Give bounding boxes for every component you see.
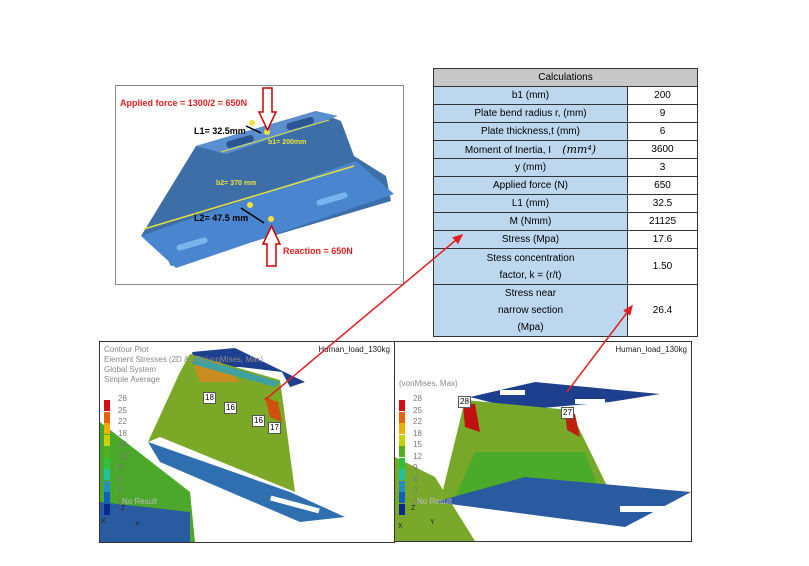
- legend-tick: 6: [118, 474, 123, 484]
- applied-force-arrow: [257, 87, 278, 132]
- axis-z: Z: [411, 505, 416, 512]
- legend-tick: 0: [118, 497, 123, 507]
- legend-tick: 18: [413, 428, 422, 438]
- legend-tick: 3: [118, 486, 123, 495]
- legend-tick: 25: [413, 405, 422, 415]
- applied-force-label: Applied force = 1300/2 = 650N: [120, 98, 248, 108]
- table-row: b1 (mm)200: [433, 86, 698, 105]
- table-row: Plate bend radius r, (mm)9: [433, 104, 698, 123]
- legend-swatch: [399, 446, 405, 457]
- legend-tick: 3: [413, 486, 418, 495]
- bracket-illustration: [141, 87, 394, 268]
- b2-label: b2= 370 mm: [216, 180, 257, 187]
- legend-tick: 25: [118, 405, 127, 415]
- value-tag: 17: [268, 422, 281, 434]
- l1-label: L1= 32.5mm: [194, 126, 246, 136]
- contour-plot-right: Human_load_130kg (vonMises, Max) 28 25 22 1…: [394, 341, 692, 542]
- table-row: L1 (mm)32.5: [433, 194, 698, 213]
- legend-tick: 15: [118, 440, 127, 449]
- legend-swatch: [104, 492, 110, 503]
- plot-header: (vonMises, Max): [399, 379, 458, 388]
- legend-swatch: [399, 423, 405, 434]
- legend-swatch: [104, 469, 110, 480]
- legend-tick: 0: [413, 497, 418, 507]
- axis-y: Y: [430, 519, 435, 526]
- axis-z: Z: [121, 505, 126, 512]
- legend-swatch: [399, 457, 405, 469]
- table-row: Plate thickness,t (mm)6: [433, 122, 698, 141]
- legend-tick: 6: [413, 474, 418, 484]
- fea-model-right: [395, 382, 691, 541]
- legend-swatch: [104, 434, 110, 446]
- legend-tick: 22: [118, 417, 127, 426]
- legend-tick: 28: [118, 394, 127, 403]
- legend-tick: 12: [413, 451, 422, 461]
- legend-swatch: [104, 400, 110, 411]
- legend-swatch: [399, 411, 405, 423]
- no-result-label: No Result: [122, 497, 158, 506]
- legend-swatch: [399, 480, 405, 492]
- table-row: M (Nmm)21125: [433, 212, 698, 231]
- legend-swatch: [104, 503, 110, 515]
- table-row: Applied force (N)650: [433, 176, 698, 195]
- legend-swatch: [104, 446, 110, 457]
- legend-tick: 9: [118, 463, 123, 472]
- value-tag: 27: [561, 407, 574, 419]
- axis-x: X: [101, 518, 106, 525]
- legend-swatch: [399, 503, 405, 515]
- axis-x: X: [398, 523, 403, 530]
- legend-tick: 12: [118, 451, 127, 461]
- l2-label: L2= 47.5 mm: [194, 213, 249, 223]
- b1-label: b1= 200mm: [268, 139, 307, 146]
- legend-tick: 28: [413, 394, 422, 403]
- no-result-label: No Result: [417, 497, 453, 506]
- table-row: Moment of Inertia, I (mm⁴)3600: [433, 140, 698, 159]
- legend-swatch: [104, 411, 110, 423]
- value-tag: 16: [224, 402, 237, 414]
- legend-swatch: [104, 423, 110, 434]
- legend-tick: 9: [413, 463, 418, 472]
- legend-tick: 15: [413, 440, 422, 449]
- load-case-title: Human_load_130kg: [615, 345, 687, 354]
- legend-tick: 18: [118, 428, 127, 438]
- legend-swatch: [399, 434, 405, 446]
- legend-swatch: [399, 400, 405, 411]
- table-title: Calculations: [433, 68, 698, 87]
- legend-tick: 22: [413, 417, 422, 426]
- reaction-label: Reaction = 650N: [283, 246, 353, 256]
- load-case-title: Human_load_130kg: [318, 345, 390, 354]
- table-row: y (mm)3: [433, 158, 698, 177]
- axis-y: Y: [135, 521, 140, 528]
- legend-swatch: [399, 469, 405, 480]
- calculations-table: Calculations b1 (mm)200 Plate bend radiu…: [433, 68, 698, 337]
- legend-swatch: [104, 480, 110, 492]
- legend-swatch: [104, 457, 110, 469]
- value-tag: 16: [252, 415, 265, 427]
- value-tag: 28: [458, 396, 471, 408]
- value-tag: 18: [203, 392, 216, 404]
- bracket-load-diagram: Applied force = 1300/2 = 650N L1= 32.5mm…: [115, 85, 404, 285]
- table-row: Stress (Mpa)17.6: [433, 230, 698, 249]
- contour-plot-left: Human_load_130kg Contour Plot Element St…: [99, 341, 395, 543]
- legend-swatch: [399, 492, 405, 503]
- plot-header: Contour Plot Element Stresses (2D & 3D)(…: [104, 345, 264, 384]
- fea-model-left: [100, 348, 345, 542]
